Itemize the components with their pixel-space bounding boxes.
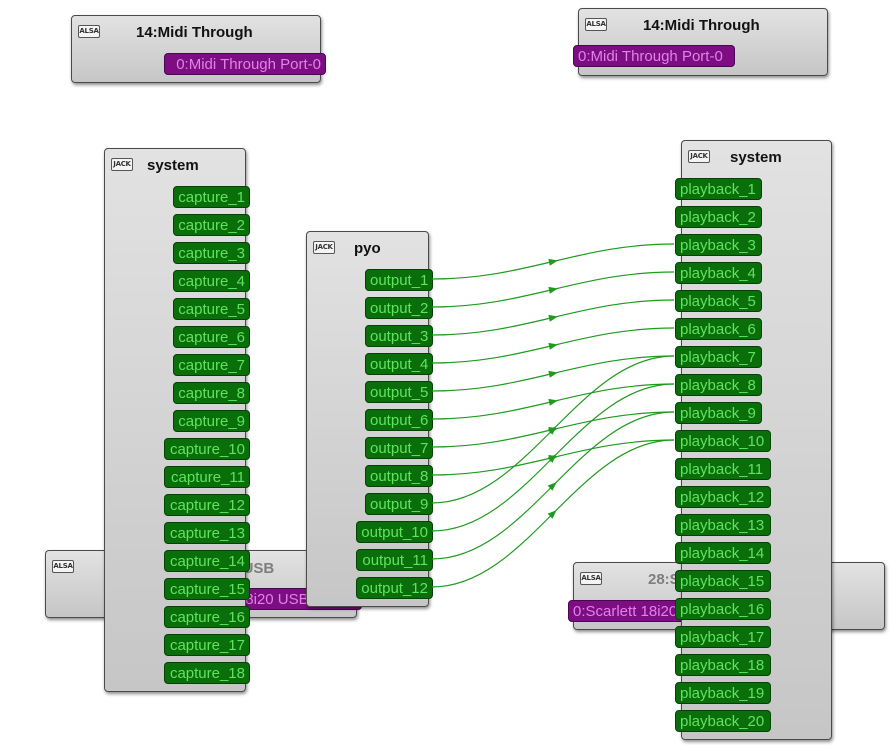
capture-port[interactable]: capture_6 bbox=[173, 326, 250, 348]
connection-arrow-icon bbox=[547, 482, 557, 491]
alsa-badge-icon: ALSA bbox=[580, 572, 602, 585]
pyo-output-port[interactable]: output_9 bbox=[365, 493, 433, 515]
pyo-output-port[interactable]: output_2 bbox=[365, 297, 433, 319]
pyo-output-port[interactable]: output_5 bbox=[365, 381, 433, 403]
connection-arrow-icon bbox=[547, 426, 557, 435]
pyo-node[interactable]: JACK pyo output_1 output_2 output_3 output_… bbox=[306, 231, 433, 607]
pyo-output-port[interactable]: output_3 bbox=[365, 325, 433, 347]
connection-arrow-icon bbox=[548, 258, 558, 266]
playback-port[interactable]: playback_10 bbox=[675, 430, 771, 452]
system-capture-title: system bbox=[147, 157, 199, 174]
capture-port[interactable]: capture_9 bbox=[173, 410, 250, 432]
connection-arrow-icon bbox=[548, 370, 558, 378]
playback-port[interactable]: playback_18 bbox=[675, 654, 771, 676]
pyo-title: pyo bbox=[354, 240, 381, 257]
playback-port[interactable]: playback_8 bbox=[675, 374, 762, 396]
playback-port[interactable]: playback_17 bbox=[675, 626, 771, 648]
connection-wire[interactable] bbox=[431, 383, 675, 532]
playback-port[interactable]: playback_3 bbox=[675, 234, 762, 256]
alsa-badge-icon: ALSA bbox=[78, 25, 100, 38]
pyo-output-port[interactable]: output_6 bbox=[365, 409, 433, 431]
capture-port[interactable]: capture_16 bbox=[164, 606, 250, 628]
capture-port[interactable]: capture_1 bbox=[173, 186, 250, 208]
jack-badge-icon: JACK bbox=[111, 158, 133, 171]
connection-wire[interactable] bbox=[431, 411, 675, 448]
capture-port[interactable]: capture_3 bbox=[173, 242, 250, 264]
capture-port[interactable]: capture_13 bbox=[164, 522, 250, 544]
connection-arrow-icon bbox=[548, 426, 558, 434]
capture-port[interactable]: capture_7 bbox=[173, 354, 250, 376]
capture-port[interactable]: capture_8 bbox=[173, 382, 250, 404]
capture-port[interactable]: capture_14 bbox=[164, 550, 250, 572]
capture-port[interactable]: capture_10 bbox=[164, 438, 250, 460]
connection-wire[interactable] bbox=[431, 439, 675, 476]
connection-wire[interactable] bbox=[431, 327, 675, 364]
playback-port[interactable]: playback_2 bbox=[675, 206, 762, 228]
playback-port[interactable]: playback_14 bbox=[675, 542, 771, 564]
alsa-badge-icon: ALSA bbox=[585, 18, 607, 31]
connection-arrow-icon bbox=[548, 454, 558, 462]
pyo-output-port[interactable]: output_4 bbox=[365, 353, 433, 375]
playback-port[interactable]: playback_7 bbox=[675, 346, 762, 368]
capture-port[interactable]: capture_11 bbox=[164, 466, 250, 488]
playback-port[interactable]: playback_16 bbox=[675, 598, 771, 620]
connection-arrow-icon bbox=[548, 398, 558, 406]
alsa-badge-icon: ALSA bbox=[52, 560, 74, 573]
pyo-output-port[interactable]: output_8 bbox=[365, 465, 433, 487]
capture-port[interactable]: capture_12 bbox=[164, 494, 250, 516]
midi-through-right-port[interactable]: 0:Midi Through Port-0 bbox=[573, 45, 735, 67]
playback-port[interactable]: playback_5 bbox=[675, 290, 762, 312]
pyo-output-port[interactable]: output_11 bbox=[356, 549, 433, 571]
midi-through-left-port[interactable]: 0:Midi Through Port-0 bbox=[164, 53, 326, 75]
midi-through-left-title: 14:Midi Through bbox=[136, 24, 253, 41]
connection-wire[interactable] bbox=[431, 299, 675, 336]
connection-arrow-icon bbox=[547, 454, 557, 463]
midi-through-right-node[interactable]: ALSA 14:Midi Through 0:Midi Through Port… bbox=[573, 8, 828, 76]
playback-port[interactable]: playback_12 bbox=[675, 486, 771, 508]
connection-arrow-icon bbox=[548, 314, 558, 322]
playback-port[interactable]: playback_9 bbox=[675, 402, 762, 424]
playback-port[interactable]: playback_13 bbox=[675, 514, 771, 536]
midi-through-left-node[interactable]: ALSA 14:Midi Through 0:Midi Through Port… bbox=[71, 15, 326, 83]
capture-port[interactable]: capture_4 bbox=[173, 270, 250, 292]
connection-wire[interactable] bbox=[431, 383, 675, 420]
connection-arrow-icon bbox=[547, 510, 557, 519]
capture-port[interactable]: capture_5 bbox=[173, 298, 250, 320]
scarlett-right-port[interactable]: 0:Scarlett 18i20 USB MIDI 1 bbox=[568, 600, 708, 622]
playback-port[interactable]: playback_1 bbox=[675, 178, 762, 200]
jack-badge-icon: JACK bbox=[688, 150, 710, 163]
system-playback-title: system bbox=[730, 149, 782, 166]
pyo-output-port[interactable]: output_12 bbox=[356, 577, 433, 599]
connection-wire[interactable] bbox=[431, 411, 675, 560]
playback-port[interactable]: playback_6 bbox=[675, 318, 762, 340]
connection-wire[interactable] bbox=[431, 271, 675, 308]
pyo-output-port[interactable]: output_7 bbox=[365, 437, 433, 459]
playback-port[interactable]: playback_20 bbox=[675, 710, 771, 732]
jack-badge-icon: JACK bbox=[313, 241, 335, 254]
capture-port[interactable]: capture_2 bbox=[173, 214, 250, 236]
connection-arrow-icon bbox=[548, 342, 558, 350]
pyo-output-port[interactable]: output_10 bbox=[356, 521, 433, 543]
connection-wire[interactable] bbox=[431, 355, 675, 392]
capture-port[interactable]: capture_17 bbox=[164, 634, 250, 656]
playback-port[interactable]: playback_11 bbox=[675, 458, 771, 480]
capture-port[interactable]: capture_18 bbox=[164, 662, 250, 684]
connection-wire[interactable] bbox=[431, 355, 675, 504]
capture-port[interactable]: capture_15 bbox=[164, 578, 250, 600]
system-playback-node[interactable]: JACK system playback_1 playback_2 playback… bbox=[675, 140, 832, 740]
playback-port[interactable]: playback_4 bbox=[675, 262, 762, 284]
playback-port[interactable]: playback_15 bbox=[675, 570, 771, 592]
connection-wire[interactable] bbox=[431, 243, 675, 280]
connection-arrow-icon bbox=[548, 286, 558, 294]
playback-port[interactable]: playback_19 bbox=[675, 682, 771, 704]
pyo-output-port[interactable]: output_1 bbox=[365, 269, 433, 291]
midi-through-right-title: 14:Midi Through bbox=[643, 17, 760, 34]
